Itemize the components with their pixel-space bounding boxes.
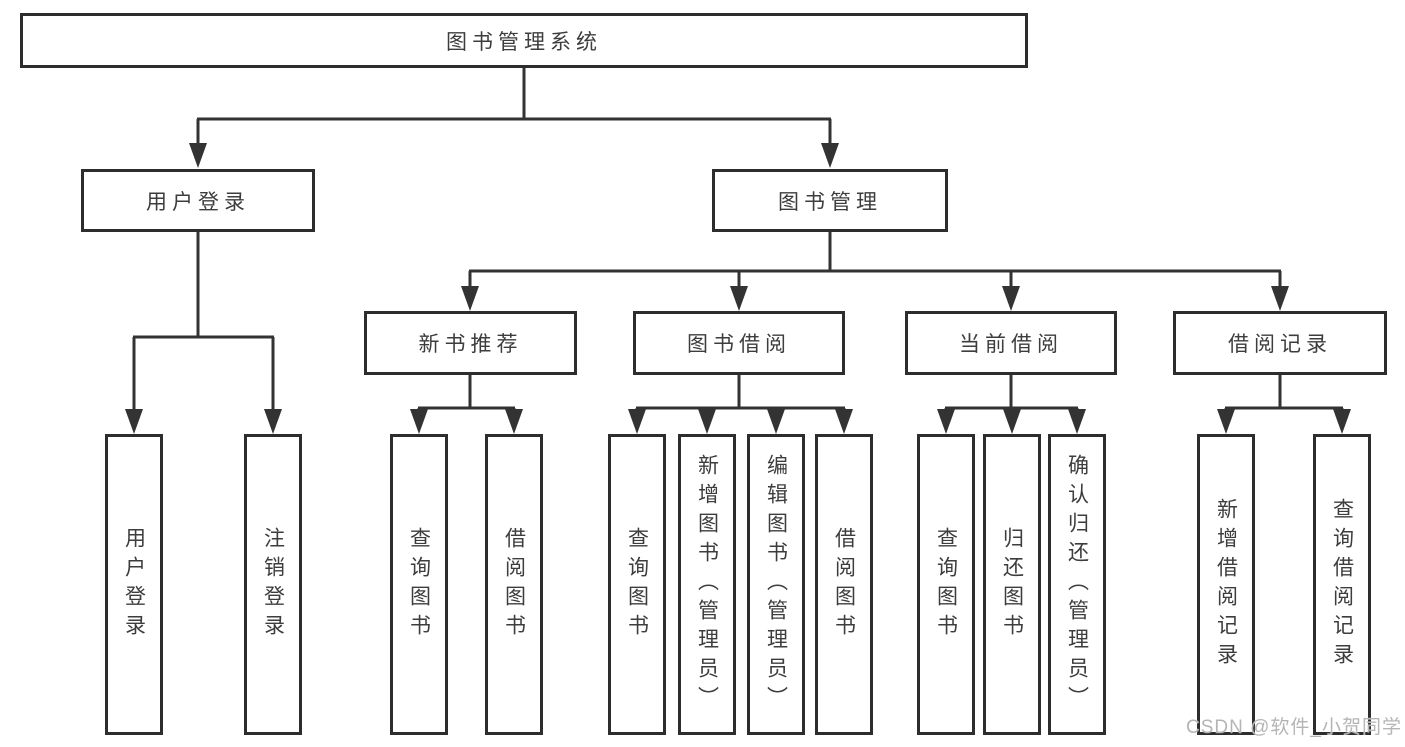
arrowhead	[264, 409, 282, 434]
connector-borrowing-records-to-leaves	[1217, 375, 1351, 434]
leaf-recommend-query-books: 查询图书	[390, 434, 448, 735]
arrowhead	[835, 409, 853, 434]
arrowhead	[937, 409, 955, 434]
node-borrowing-records: 借阅记录	[1173, 311, 1387, 375]
arrowhead	[628, 409, 646, 434]
arrowhead	[125, 409, 143, 434]
arrowhead	[189, 143, 207, 168]
node-user-login: 用户登录	[81, 169, 315, 232]
node-new-book-recommend: 新书推荐	[364, 311, 577, 375]
connector-root-to-level2	[189, 68, 839, 168]
node-root-system: 图书管理系统	[20, 13, 1028, 68]
leaf-current-query-books: 查询图书	[917, 434, 975, 735]
connector-book-management-to-level3	[461, 232, 1289, 311]
watermark: CSDN @软件_小贺同学	[1186, 717, 1402, 738]
connector-new-book-recommend-to-leaves	[410, 375, 523, 434]
arrowhead	[1002, 286, 1020, 311]
arrowhead	[767, 409, 785, 434]
leaf-borrowing-add-books-admin: 新增图书（管理员）	[678, 434, 736, 735]
connector-current-borrowing-to-leaves	[937, 375, 1086, 434]
arrowhead	[821, 143, 839, 168]
leaf-logout: 注销登录	[244, 434, 302, 735]
connector-user-login-to-leaves	[125, 232, 282, 434]
arrowhead	[1271, 286, 1289, 311]
arrowhead	[1068, 409, 1086, 434]
arrowhead	[461, 286, 479, 311]
node-book-management: 图书管理	[712, 169, 948, 232]
arrowhead	[730, 286, 748, 311]
leaf-borrowing-query-books: 查询图书	[608, 434, 666, 735]
node-current-borrowing: 当前借阅	[905, 311, 1117, 375]
node-book-borrowing: 图书借阅	[633, 311, 845, 375]
arrowhead	[698, 409, 716, 434]
leaf-records-add-record: 新增借阅记录	[1197, 434, 1255, 735]
arrowhead	[410, 409, 428, 434]
leaf-user-login: 用户登录	[105, 434, 163, 735]
leaf-recommend-borrow-books: 借阅图书	[485, 434, 543, 735]
leaf-current-return-books: 归还图书	[983, 434, 1041, 735]
leaf-borrowing-borrow-books: 借阅图书	[815, 434, 873, 735]
connector-book-borrowing-to-leaves	[628, 375, 853, 434]
arrowhead	[1333, 409, 1351, 434]
leaf-borrowing-edit-books-admin: 编辑图书（管理员）	[747, 434, 805, 735]
arrowhead	[1003, 409, 1021, 434]
arrowhead	[505, 409, 523, 434]
leaf-records-query-record: 查询借阅记录	[1313, 434, 1371, 735]
arrowhead	[1217, 409, 1235, 434]
leaf-current-confirm-return-admin: 确认归还（管理员）	[1048, 434, 1106, 735]
